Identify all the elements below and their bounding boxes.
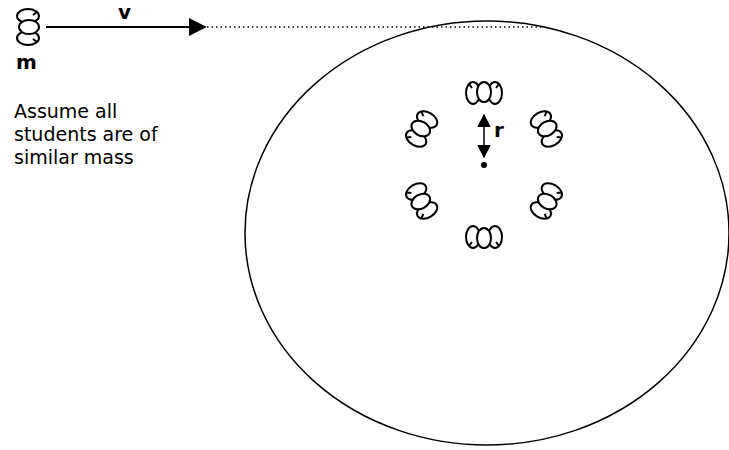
- incoming-student: [17, 9, 39, 45]
- symbol-label: m: [16, 50, 37, 74]
- merry-go-round: [245, 21, 729, 445]
- student: [528, 108, 565, 150]
- student-ring: [403, 82, 565, 248]
- note-text: Assume all students are of similar mass: [14, 100, 179, 168]
- center-dot: [481, 162, 487, 168]
- student: [528, 180, 565, 222]
- velocity-arrow: [46, 26, 205, 28]
- student: [403, 180, 440, 222]
- radius-arrow: [483, 115, 485, 157]
- student: [466, 226, 502, 248]
- symbol-label: v: [118, 0, 131, 24]
- path-line: [207, 26, 544, 28]
- symbol-label: r: [494, 118, 504, 142]
- student: [466, 82, 502, 104]
- student: [403, 108, 440, 150]
